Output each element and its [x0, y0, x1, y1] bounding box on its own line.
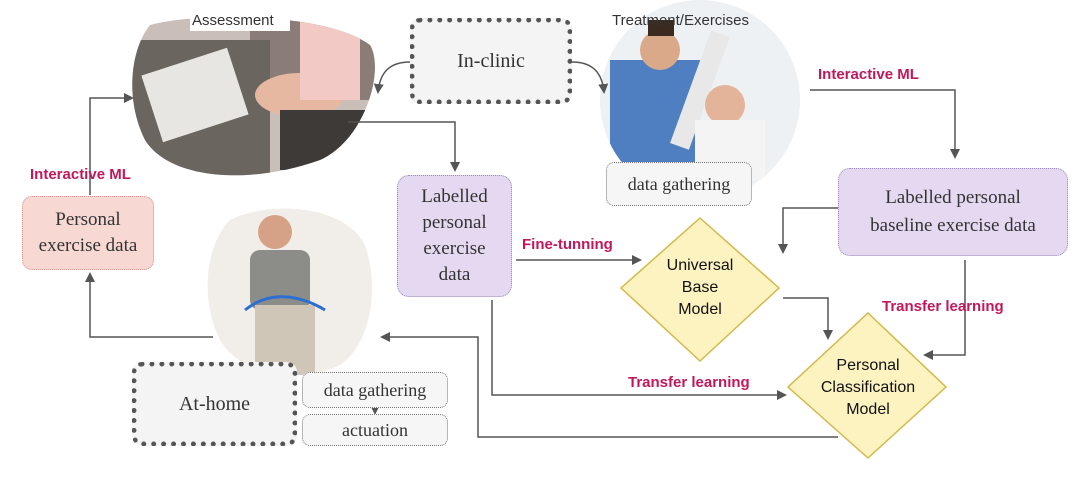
fine-tuning-annotation: Fine-tunning: [522, 236, 613, 253]
data-gathering-clinic-node: data gathering: [606, 162, 752, 206]
labelled-line1: Labelled: [421, 186, 488, 207]
pcm-line2: Classification: [820, 379, 916, 396]
in-clinic-label: In-clinic: [457, 49, 525, 72]
labelled-personal-exercise-data-node: Labelled personal exercise data: [397, 175, 512, 297]
ubm-line2: Base: [681, 279, 719, 296]
universal-base-model-text: Universal Base Model: [640, 250, 760, 326]
assessment-photo: [132, 16, 375, 176]
baseline-line2: baseline exercise data: [870, 215, 1036, 236]
in-clinic-node: In-clinic: [410, 18, 572, 104]
personal-exercise-data-line2: exercise data: [38, 235, 138, 256]
actuation-node: actuation: [302, 414, 448, 446]
labelled-line3: exercise: [423, 238, 486, 259]
data-gathering-clinic-label: data gathering: [627, 173, 731, 194]
labelled-personal-baseline-node: Labelled personal baseline exercise data: [838, 168, 1068, 256]
data-gathering-home-label: data gathering: [323, 379, 427, 400]
personal-classification-model-text: Personal Classification Model: [808, 350, 928, 426]
baseline-line1: Labelled personal: [885, 187, 1021, 208]
transfer-learning-bottom-annotation: Transfer learning: [628, 374, 750, 391]
connectors: [85, 61, 966, 438]
transfer-learning-right-annotation: Transfer learning: [882, 298, 1004, 315]
interactive-ml-right-annotation: Interactive ML: [818, 66, 919, 83]
at-home-photo: [207, 208, 372, 376]
labelled-line2: personal: [422, 212, 487, 233]
ubm-line3: Model: [678, 301, 722, 318]
personal-exercise-data-node: Personal exercise data: [22, 196, 154, 270]
data-gathering-home-node: data gathering: [302, 372, 448, 408]
treatment-label: Treatment/Exercises: [612, 12, 749, 29]
at-home-label: At-home: [178, 392, 251, 415]
personal-classification-model-diamond: [786, 311, 948, 460]
ubm-line1: Universal: [666, 257, 734, 274]
actuation-label: actuation: [342, 419, 408, 440]
interactive-ml-left-annotation: Interactive ML: [30, 166, 131, 183]
labelled-line4: data: [438, 264, 471, 285]
universal-base-model-diamond: [619, 216, 781, 363]
personal-exercise-data-line1: Personal: [55, 209, 121, 230]
pcm-line3: Model: [846, 401, 890, 418]
pcm-line1: Personal: [836, 357, 900, 374]
assessment-label: Assessment: [192, 12, 274, 29]
at-home-node: At-home: [132, 362, 297, 446]
